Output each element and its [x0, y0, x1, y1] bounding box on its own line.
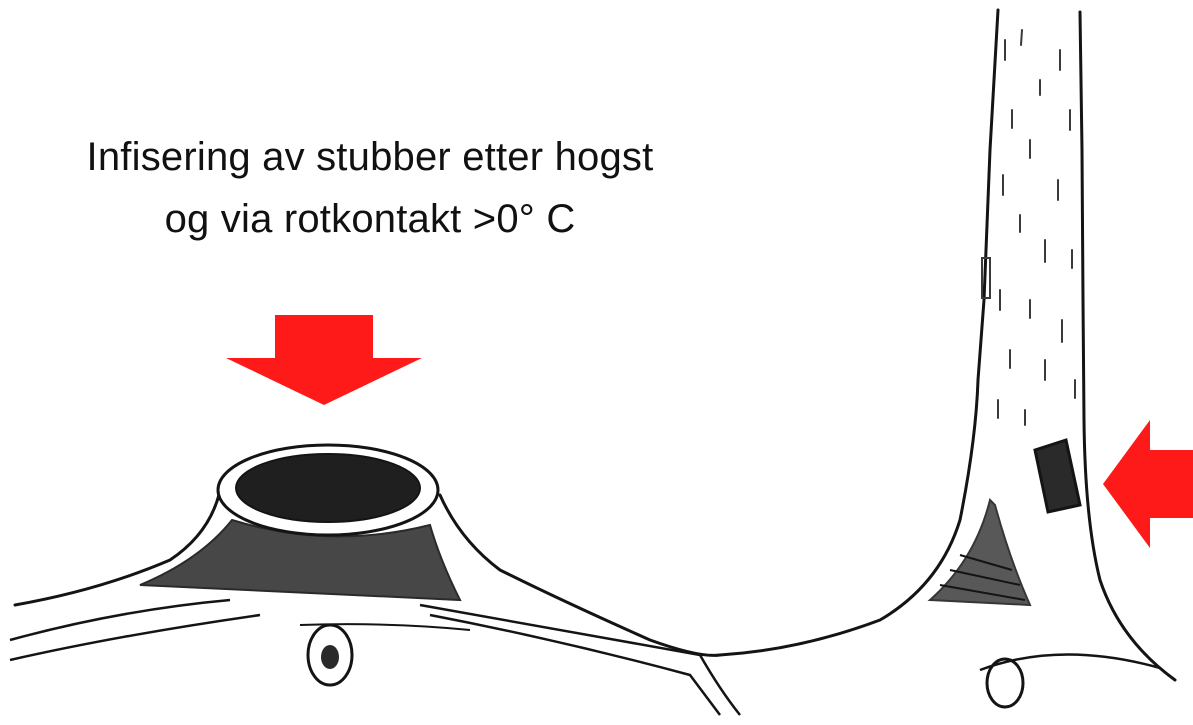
stump-top-inner — [236, 454, 420, 522]
tree-trunk — [720, 10, 998, 655]
bark-texture — [982, 30, 1075, 425]
stump-root-core — [321, 645, 339, 669]
caption-line-1: Infisering av stubber etter hogst — [0, 126, 740, 188]
tree-stump-icon — [10, 445, 740, 715]
arrow-left — [1103, 420, 1193, 548]
diagram-caption: Infisering av stubber etter hogst og via… — [0, 126, 740, 250]
arrow-left-icon — [1103, 420, 1193, 548]
stump-root-right — [420, 605, 740, 715]
arrow-down-icon — [226, 315, 422, 405]
trunk-wound — [1035, 440, 1080, 512]
tree-trunk-right — [1080, 12, 1175, 680]
stump-root-left — [10, 600, 260, 660]
standing-tree-icon — [720, 10, 1175, 707]
caption-line-2: og via rotkontakt >0° C — [0, 188, 740, 250]
arrow-down — [226, 315, 422, 405]
